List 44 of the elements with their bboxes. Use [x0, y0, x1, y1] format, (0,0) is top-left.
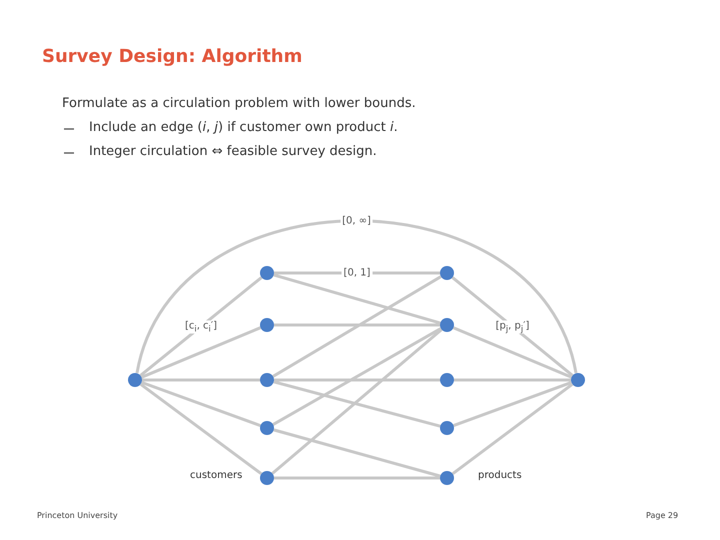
graph-edge	[140, 276, 262, 377]
graph-edge	[274, 378, 440, 382]
page-number: Page 29	[646, 511, 678, 520]
graph-vertex	[440, 421, 454, 435]
graph-vertex	[260, 471, 274, 485]
graph-edge	[274, 324, 440, 326]
graph-edge	[142, 378, 260, 382]
graph-edge	[140, 382, 262, 476]
graph-edge	[273, 274, 441, 324]
graph-edge	[272, 327, 442, 426]
graph-edge	[273, 428, 441, 478]
graph-edge	[274, 476, 440, 480]
graph-vertex	[440, 471, 454, 485]
graph-vertex	[440, 266, 454, 280]
graph-vertex	[260, 373, 274, 387]
graph-vertex	[128, 373, 142, 387]
graph-edge	[141, 380, 261, 428]
footer-text: Princeton University	[37, 511, 118, 520]
graph-vertex	[260, 266, 274, 280]
column-label: customers	[190, 470, 242, 481]
bullet-text: Include an edge (i, j) if customer own product i.	[89, 120, 398, 135]
edge-label: [p$_{j}$, p$_{j}$′]	[494, 320, 532, 333]
bullet-text: Integer circulation ⇔ feasible survey design.	[89, 144, 377, 159]
edge-label: [0, 1]	[342, 268, 372, 278]
graph-edge	[451, 276, 574, 377]
graph-vertex	[260, 318, 274, 332]
graph-edge	[453, 381, 572, 427]
column-label: products	[478, 470, 522, 481]
graph-edge	[454, 378, 571, 382]
graph-vertex	[440, 318, 454, 332]
graph-edge	[452, 383, 574, 475]
body-text: Formulate as a circulation problem with lower bounds.	[62, 96, 416, 111]
graph-vertex	[440, 373, 454, 387]
edge-label: [0, ∞]	[340, 215, 373, 226]
graph-edge	[271, 328, 443, 475]
slide-title: Survey Design: Algorithm	[42, 46, 302, 67]
graph-edge	[452, 326, 572, 379]
edge-label: [c$_{i}$, c$_{i}$′]	[182, 320, 220, 333]
graph-vertex	[260, 421, 274, 435]
graph-edge	[136, 220, 578, 374]
graph-edge	[140, 326, 262, 379]
graph-vertex	[571, 373, 585, 387]
graph-edge	[272, 275, 442, 378]
graph-edge	[273, 380, 441, 428]
